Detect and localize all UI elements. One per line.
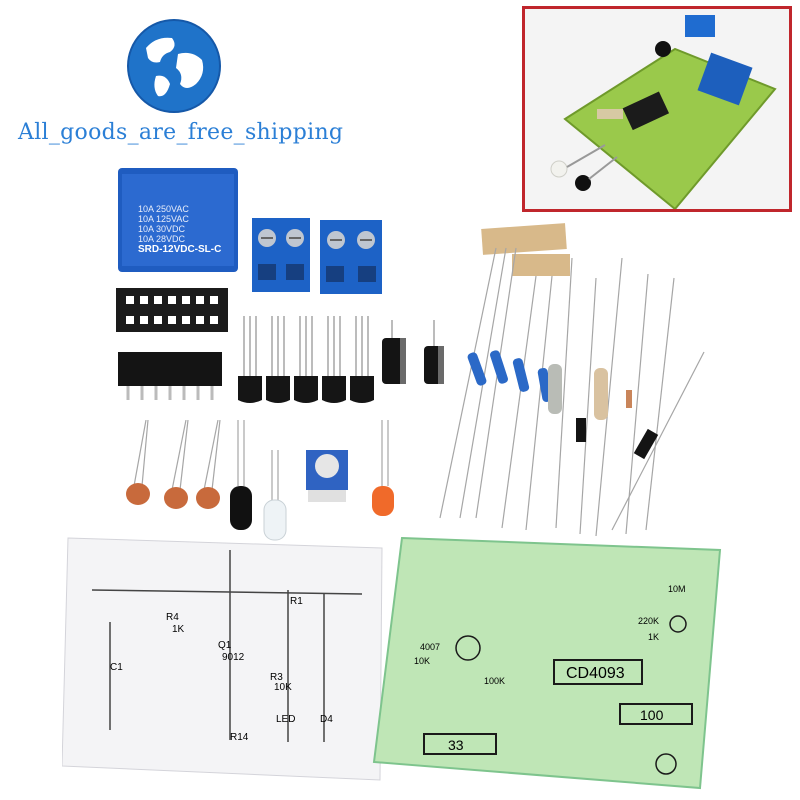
- globe-logo: [127, 19, 221, 113]
- schematic-label: C1: [110, 662, 123, 673]
- relay-text-line: 10A 125VAC: [138, 214, 189, 224]
- pcb-label: 1K: [648, 632, 659, 642]
- resistors-and-diodes: [439, 223, 705, 537]
- transistor-row: [238, 316, 374, 403]
- schematic-label: D4: [320, 714, 333, 725]
- schematic-label: 1K: [172, 624, 185, 635]
- pcb-label: 100: [640, 707, 664, 723]
- assembled-board-illustration: [550, 15, 777, 209]
- terminal-block: [320, 220, 382, 294]
- pcb-label: CD4093: [566, 665, 625, 682]
- relay-text-line: 10A 28VDC: [138, 234, 186, 244]
- electrolytic-capacitors: [382, 320, 444, 384]
- schematic-label: LED: [276, 714, 295, 725]
- schematic-label: R14: [230, 732, 249, 743]
- pcb-label: 33: [448, 737, 464, 753]
- pcb-label: 100K: [484, 676, 505, 686]
- schematic-sheet: R1 R3 R4 R14 Q1 LED D4 C1 1K 10K 9012: [62, 537, 383, 781]
- schematic-label: R1: [290, 596, 303, 607]
- relay-text-line: 10A 250VAC: [138, 204, 189, 214]
- pcb-label: 10K: [414, 656, 430, 666]
- schematic-label: R3: [270, 672, 283, 683]
- schematic-label: Q1: [218, 640, 232, 651]
- assembled-board-inset: [522, 6, 792, 212]
- ic-chip: [118, 352, 222, 400]
- schematic-label: 9012: [222, 652, 245, 663]
- ceramic-capacitors: [126, 420, 221, 509]
- schematic-label: 10K: [274, 682, 292, 693]
- pcb-label: 220K: [638, 616, 659, 626]
- pcb-label: 4007: [420, 642, 440, 652]
- ic-socket: [116, 288, 228, 332]
- relay-text-line: SRD-12VDC-SL-C: [138, 244, 222, 255]
- relay-text-line: 10A 30VDC: [138, 224, 186, 234]
- relay-component: [118, 168, 238, 272]
- schematic-label: R4: [166, 612, 179, 623]
- pcb-board: CD4093 100 33 10K 1K 220K 4007 100K 10M: [372, 536, 722, 790]
- pcb-label: 10M: [668, 584, 686, 594]
- brand-text: All_goods_are_free_shipping: [18, 120, 344, 145]
- terminal-block: [252, 218, 310, 292]
- leds-and-potentiometer: [230, 420, 394, 541]
- relay-label: 10A 250VAC 10A 125VAC 10A 30VDC 10A 28VD…: [138, 204, 248, 256]
